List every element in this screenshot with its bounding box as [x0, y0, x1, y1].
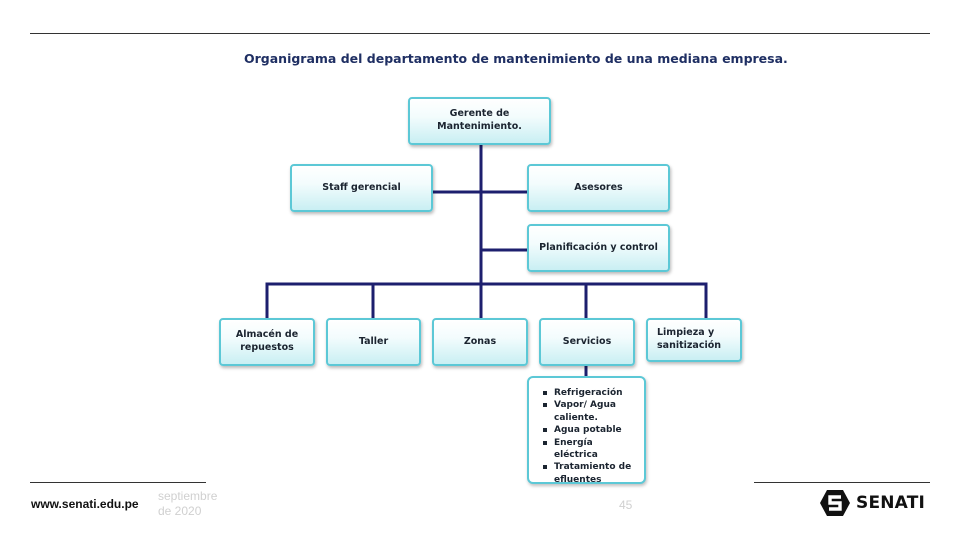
- page-title: Organigrama del departamento de mantenim…: [244, 51, 788, 66]
- servicios-list-item: Refrigeración: [541, 387, 638, 399]
- footer-url[interactable]: www.senati.edu.pe: [31, 497, 139, 511]
- servicios-list: Refrigeración Vapor/ Agua caliente. Agua…: [541, 387, 638, 486]
- node-taller-label: Taller: [358, 335, 389, 347]
- node-staff-gerencial: Staff gerencial: [290, 164, 433, 212]
- footer-date: septiembre de 2020: [158, 489, 218, 518]
- servicios-list-item: Agua potable: [541, 424, 638, 436]
- node-almacen-label: Almacén de repuestos: [235, 329, 299, 353]
- node-staff-gerencial-label: Staff gerencial: [322, 181, 401, 193]
- node-planificacion-label: Planificación y control: [539, 241, 658, 253]
- node-taller: Taller: [326, 318, 421, 366]
- senati-s-icon: [820, 490, 850, 516]
- footer-rule-right: [754, 482, 930, 483]
- node-limpieza: Limpieza y sanitización: [646, 318, 742, 362]
- node-servicios-label: Servicios: [562, 335, 612, 347]
- servicios-list-item: Energía eléctrica: [541, 437, 638, 462]
- senati-logo-text: SENATI: [856, 493, 926, 513]
- node-servicios: Servicios: [539, 318, 635, 366]
- top-rule: [30, 33, 930, 34]
- node-gerente-label: Gerente de Mantenimiento.: [437, 108, 522, 132]
- page-number: 45: [619, 498, 633, 512]
- footer-rule-left: [30, 482, 206, 483]
- servicios-list-item: Tratamiento de efluentes: [541, 461, 638, 486]
- node-limpieza-label: Limpieza y sanitización: [657, 327, 721, 351]
- node-planificacion: Planificación y control: [527, 224, 670, 272]
- node-gerente: Gerente de Mantenimiento.: [408, 97, 551, 145]
- servicios-list-item: Vapor/ Agua caliente.: [541, 399, 638, 424]
- senati-logo: SENATI: [820, 490, 925, 516]
- node-zonas: Zonas: [432, 318, 528, 366]
- node-asesores-label: Asesores: [574, 181, 623, 193]
- node-zonas-label: Zonas: [463, 335, 497, 347]
- node-almacen: Almacén de repuestos: [219, 318, 315, 366]
- servicios-list-box: Refrigeración Vapor/ Agua caliente. Agua…: [527, 376, 646, 486]
- node-asesores: Asesores: [527, 164, 670, 212]
